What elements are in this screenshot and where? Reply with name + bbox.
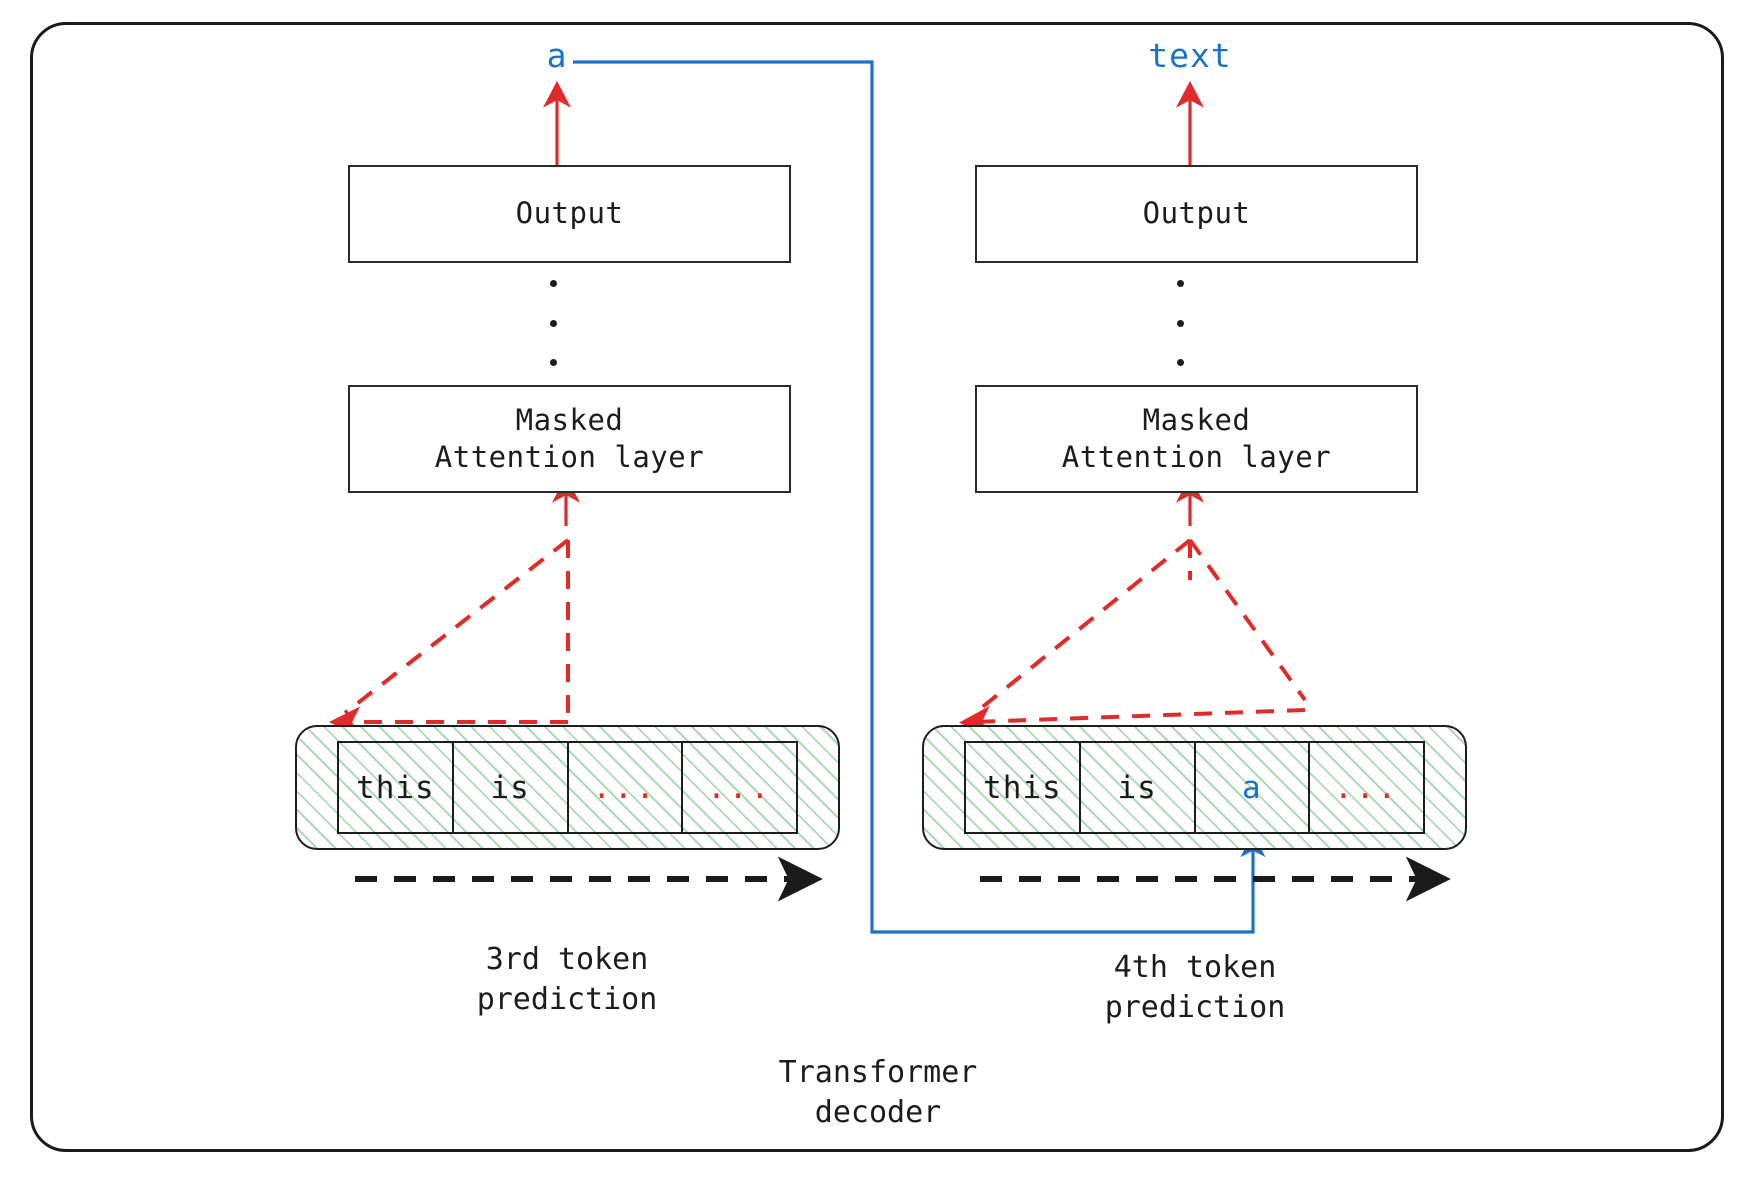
left-ellipsis-dots	[549, 280, 557, 366]
token-cell: ...	[569, 743, 684, 832]
left-token-strip: this is ... ...	[295, 725, 840, 850]
token-cell: is	[454, 743, 569, 832]
right-emitted-token: text	[1148, 36, 1232, 75]
left-token-cells: this is ... ...	[337, 741, 798, 834]
token-cell: is	[1081, 743, 1196, 832]
left-panel-caption: 3rd token prediction	[476, 942, 658, 1017]
right-output-box: Output	[975, 165, 1418, 263]
token-cell: this	[966, 743, 1081, 832]
right-ellipsis-dots	[1176, 280, 1184, 366]
right-token-cells: this is a ...	[964, 741, 1425, 834]
left-attention-box: Masked Attention layer	[348, 385, 791, 493]
token-cell: a	[1196, 743, 1311, 832]
token-cell: ...	[707, 769, 773, 806]
diagram-title: Transformer decoder	[778, 1055, 978, 1130]
left-emitted-token: a	[546, 36, 568, 75]
token-cell: ...	[1334, 769, 1400, 806]
token-cell: this	[339, 743, 454, 832]
right-token-strip: this is a ...	[922, 725, 1467, 850]
right-panel-caption: 4th token prediction	[1104, 950, 1286, 1025]
left-output-box: Output	[348, 165, 791, 263]
right-attention-box: Masked Attention layer	[975, 385, 1418, 493]
diagram-outer-frame	[30, 22, 1724, 1152]
